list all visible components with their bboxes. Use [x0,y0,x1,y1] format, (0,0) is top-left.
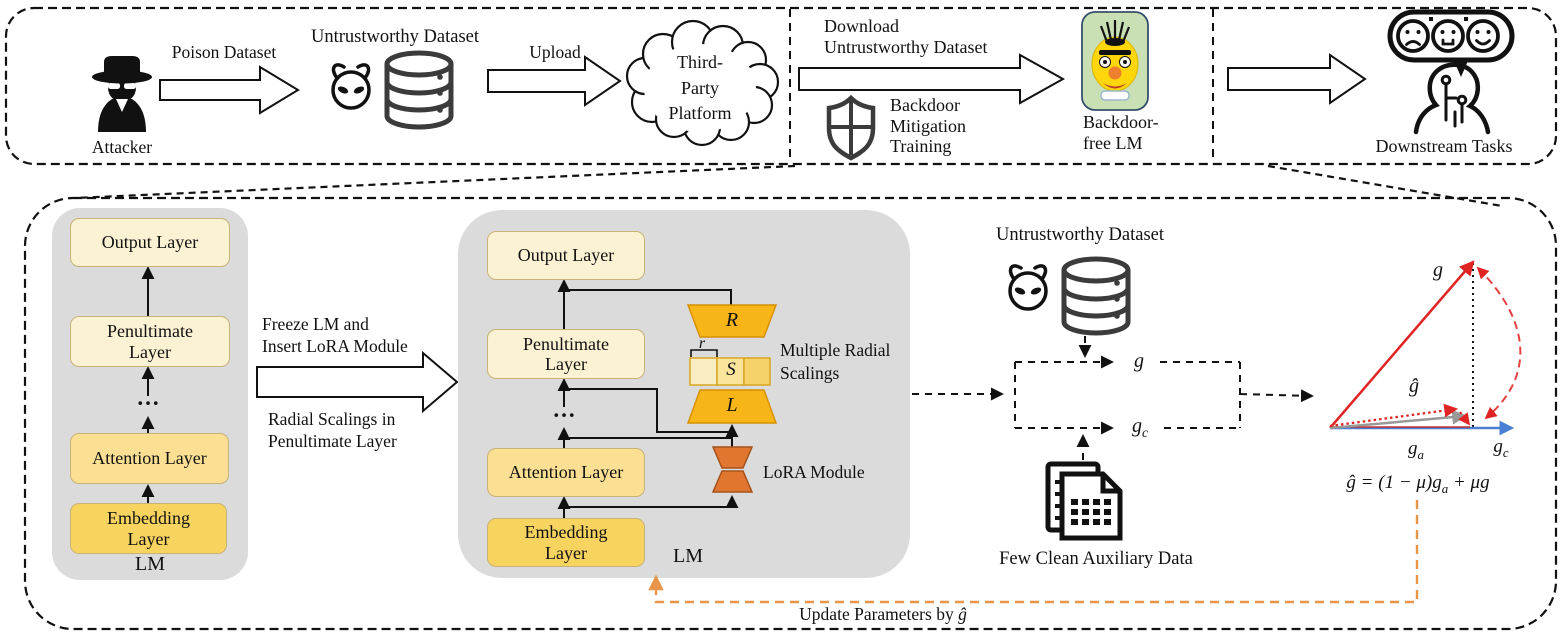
bert-label-line-1: Backdoor- [1083,112,1159,132]
bert-label-line-2: free LM [1083,133,1143,153]
mid-output-layer: Output Layer [487,231,645,280]
downstream-tasks-label: Downstream Tasks [1375,136,1513,156]
cloud-line-3: Platform [668,103,732,123]
mid-penultimate-layer: Penultimate Layer [487,329,645,379]
mid-embedding-layer: Embedding Layer [487,518,645,567]
multiple-radial-scalings-label: Multiple Radial Scalings [780,339,890,384]
downstream-tasks-icon [1387,9,1515,135]
attacker-icon [92,56,152,132]
radial-line-2: Penultimate Layer [268,431,397,451]
attacker-label: Attacker [91,137,153,157]
lora-module-icon [711,446,754,493]
detail-box [23,196,1558,631]
gc-label: gc [1131,415,1149,440]
vector-ghat-label: ĝ [1409,375,1419,397]
untrustworthy-dataset-label: Untrustworthy Dataset [310,27,480,47]
download-arrow [798,53,1066,105]
s-matrix-label: S [726,359,736,380]
radial-scalings-label: Radial Scalings in Penultimate Layer [268,408,397,452]
untrustworthy-dataset-label-2: Untrustworthy Dataset [995,225,1165,245]
radial-scaling-module [686,304,778,424]
top-pipeline-box [4,6,1558,166]
rank-label: r [698,335,706,352]
clean-data-docs-icon [1045,461,1123,541]
vector-ga-label: ga [1408,438,1424,462]
l-matrix-label: L [726,394,738,416]
vector-g [1329,260,1475,429]
person-circuit-icon [1413,62,1491,135]
database-icon-2 [1064,259,1128,333]
cloud-line-2: Party [681,77,719,98]
update-parameters-path [648,500,1419,604]
bert-icon [1081,11,1149,111]
lm-panel-left [52,208,248,580]
download-label: Download Untrustworthy Dataset [824,16,987,57]
msr-line-1: Multiple Radial [780,340,891,360]
devil-icon-2 [1008,264,1048,311]
freeze-insert-label: Freeze LM and Insert LoRA Module [262,313,408,357]
left-output-layer: Output Layer [70,218,230,267]
mid-lm-label: LM [673,545,703,567]
vector-ga [1329,409,1468,430]
freeze-line-2: Insert LoRA Module [262,336,408,356]
mid-dots: … [552,397,578,422]
vector-ghat [1329,403,1459,428]
radial-line-1: Radial Scalings in [268,409,396,429]
poison-dataset-label: Poison Dataset [171,42,277,62]
zoom-connector-right [1267,164,1503,208]
lora-module-label: LoRA Module [763,462,865,482]
left-lm-label: LM [135,553,165,575]
transform-arrow [256,350,459,414]
gradient-vector-diagram [1329,260,1522,436]
download-line-2: Untrustworthy Dataset [824,36,988,57]
database-icon [387,53,451,127]
r-matrix-label: R [725,309,739,331]
backdoor-free-lm-label: Backdoor- free LM [1083,112,1159,154]
third-party-cloud-icon [625,19,780,147]
vector-g-label: g [1433,259,1443,281]
few-clean-auxiliary-label: Few Clean Auxiliary Data [999,549,1193,569]
cloud-line-1: Third- [677,52,723,72]
poison-arrow [159,65,300,115]
mitigation-line-1: Backdoor [890,95,960,115]
mitigation-line-2: Mitigation [890,115,966,136]
msr-line-2: Scalings [780,362,840,383]
mitigation-label: Backdoor Mitigation Training [890,95,966,157]
rank-bracket [690,349,718,357]
left-embedding-layer: Embedding Layer [70,503,227,554]
g-label: g [1134,350,1144,372]
middle-lm-wiring [557,279,739,518]
update-parameters-label: Update Parameters by ĝ [799,604,967,624]
deploy-arrow [1227,53,1367,105]
vector-gc-label: gc [1493,436,1509,460]
shield-icon [826,94,876,161]
upload-arrow [487,55,622,107]
mitigation-line-3: Training [890,136,952,156]
left-penultimate-layer: Penultimate Layer [70,316,230,367]
third-party-platform-label: Third- Party Platform [669,50,732,127]
freeze-line-1: Freeze LM and [262,314,369,334]
left-dots: … [136,385,162,410]
formula-label: ĝ = (1 − μ)ga + μg [1346,472,1490,496]
gradient-box [912,336,1314,460]
download-line-1: Download [824,16,899,36]
mid-attention-layer: Attention Layer [487,448,645,497]
zoom-connector-left [74,164,796,200]
left-attention-layer: Attention Layer [70,433,229,484]
upload-label: Upload [529,42,581,62]
devil-icon [331,63,371,110]
